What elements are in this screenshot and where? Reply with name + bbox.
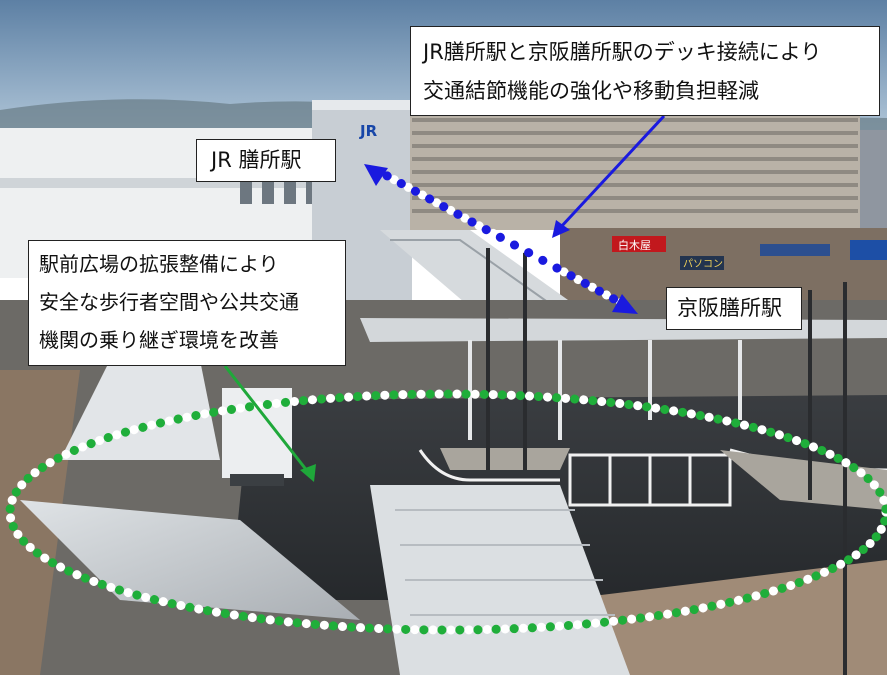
plaza-callout-line-1: 駅前広場の拡張整備により bbox=[39, 252, 279, 276]
bus-island bbox=[440, 448, 570, 470]
plaza-callout-line-3: 機関の乗り継ぎ環境を改善 bbox=[39, 328, 279, 352]
station-canopy bbox=[360, 318, 887, 342]
apartment-balcony-row bbox=[412, 131, 858, 135]
plaza-highlight-ellipse bbox=[5, 389, 887, 635]
deck-callout-line-2: 交通結節機能の強化や移動負担軽減 bbox=[423, 79, 759, 103]
keihan-station-label: 京阪膳所駅 bbox=[666, 287, 802, 330]
deck-route-white bbox=[375, 167, 630, 310]
plaza-improvement-callout: 駅前広場の拡張整備により 安全な歩行者空間や公共交通 機関の乗り継ぎ環境を改善 bbox=[28, 240, 346, 366]
brick-plaza bbox=[0, 370, 80, 675]
plaza-callout-arrow bbox=[223, 365, 310, 473]
apartment-balcony-row bbox=[412, 157, 858, 161]
jr-station-label: JR 膳所駅 bbox=[196, 139, 336, 182]
plaza-callout-line-2: 安全な歩行者空間や公共交通 bbox=[39, 290, 299, 314]
apartment-balcony-row bbox=[412, 118, 858, 122]
deck-route-arrowhead-keihan bbox=[612, 294, 638, 314]
deck-callout-line-1: JR膳所駅と京阪膳所駅のデッキ接続により bbox=[423, 40, 822, 64]
deck-route-blue bbox=[375, 167, 630, 310]
apartment-balcony-row bbox=[412, 196, 858, 200]
bus-shelter-roof bbox=[20, 500, 360, 620]
apartment-balcony-row bbox=[412, 183, 858, 187]
deck-callout-arrow bbox=[558, 114, 666, 230]
shop-sign: パソコン bbox=[683, 258, 723, 270]
apartment-balcony-row bbox=[412, 209, 858, 213]
deck-connection-callout: JR膳所駅と京阪膳所駅のデッキ接続により 交通結節機能の強化や移動負担軽減 bbox=[410, 26, 880, 116]
apartment-balcony-row bbox=[412, 170, 858, 174]
store-sign: 白木屋 bbox=[618, 238, 651, 252]
deck-route-arrowhead-jr bbox=[364, 164, 388, 186]
street-lamps bbox=[486, 248, 847, 675]
jr-logo: JR bbox=[359, 122, 378, 140]
